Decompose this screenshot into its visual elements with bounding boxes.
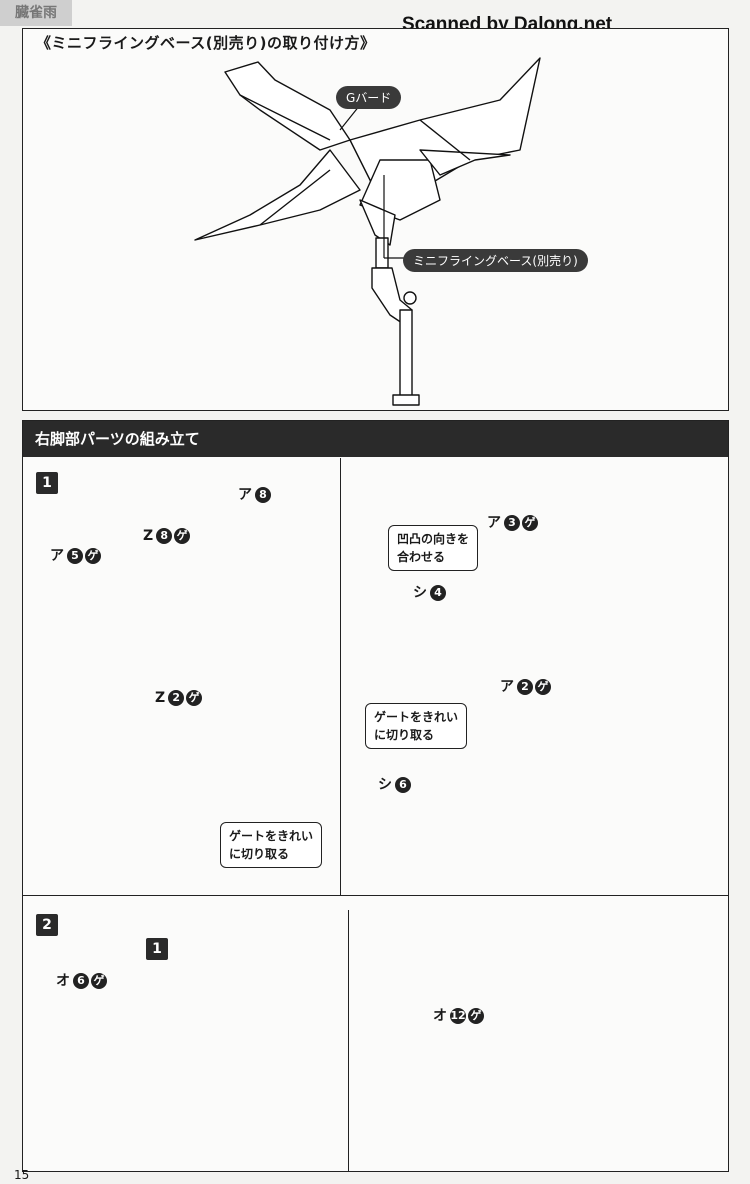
step-1-number: 1 <box>36 472 58 494</box>
cut-mark-icon: ゲ <box>535 679 551 695</box>
cut-mark-icon: ゲ <box>174 528 191 544</box>
part-number: 2 <box>517 679 533 695</box>
page-number: 15 <box>14 1168 30 1182</box>
part-number: 5 <box>67 548 83 564</box>
flying-base-label: ミニフライングベース(別売り) <box>403 249 588 272</box>
note-gate-left: ゲートをきれい に切り取る <box>220 822 323 868</box>
part-number: 8 <box>156 528 173 544</box>
g-bird-illustration <box>194 57 541 246</box>
note-gate-right: ゲートをきれい に切り取る <box>365 703 468 749</box>
part-label-prefix: オ <box>56 973 70 989</box>
step1-divider <box>340 458 341 896</box>
note-line: ゲートをきれい <box>374 710 459 724</box>
cut-mark-icon: ゲ <box>186 690 203 706</box>
note-line: 合わせる <box>397 550 446 564</box>
part-number: 6 <box>395 777 411 793</box>
part-number: 4 <box>430 585 446 601</box>
part-number: 3 <box>504 515 520 531</box>
part-label-prefix: ア <box>487 515 501 531</box>
part-label-prefix: シ <box>378 777 392 793</box>
g-bird-label: Gバード <box>336 86 402 109</box>
step-2-ref-number: 1 <box>146 938 168 960</box>
part-number: 6 <box>73 973 89 989</box>
part-label-prefix: ア <box>238 487 252 503</box>
section-heading: 右脚部パーツの組み立て <box>23 421 728 457</box>
flying-base-stand-illustration <box>371 237 420 406</box>
part-label-prefix: Z <box>143 528 154 544</box>
cut-mark-icon: ゲ <box>91 973 107 989</box>
watermark-logo: 臓雀雨 <box>0 0 72 26</box>
part-number: 8 <box>255 487 271 503</box>
note-line: に切り取る <box>374 728 435 742</box>
part-label-prefix: シ <box>413 585 427 601</box>
step-2-number: 2 <box>36 914 58 936</box>
cut-mark-icon: ゲ <box>468 1008 484 1024</box>
part-label-prefix: ア <box>500 679 514 695</box>
step-separator <box>22 895 729 896</box>
cut-mark-icon: ゲ <box>522 515 538 531</box>
note-line: 凹凸の向きを <box>397 532 470 546</box>
note-bump-direction: 凹凸の向きを 合わせる <box>388 525 479 571</box>
part-number: 2 <box>168 690 185 706</box>
note-line: ゲートをきれい <box>229 829 314 843</box>
cut-mark-icon: ゲ <box>85 548 101 564</box>
flying-base-title: 《ミニフライングベース(別売り)の取り付け方》 <box>36 34 376 52</box>
right-leg-assembly-panel: 右脚部パーツの組み立て <box>22 420 729 1172</box>
part-label-prefix: ア <box>50 548 64 564</box>
note-line: に切り取る <box>229 847 290 861</box>
part-label-prefix: オ <box>433 1008 447 1024</box>
step2-divider <box>348 910 349 1172</box>
part-label-prefix: Z <box>155 690 166 706</box>
part-number: 12 <box>450 1008 466 1024</box>
